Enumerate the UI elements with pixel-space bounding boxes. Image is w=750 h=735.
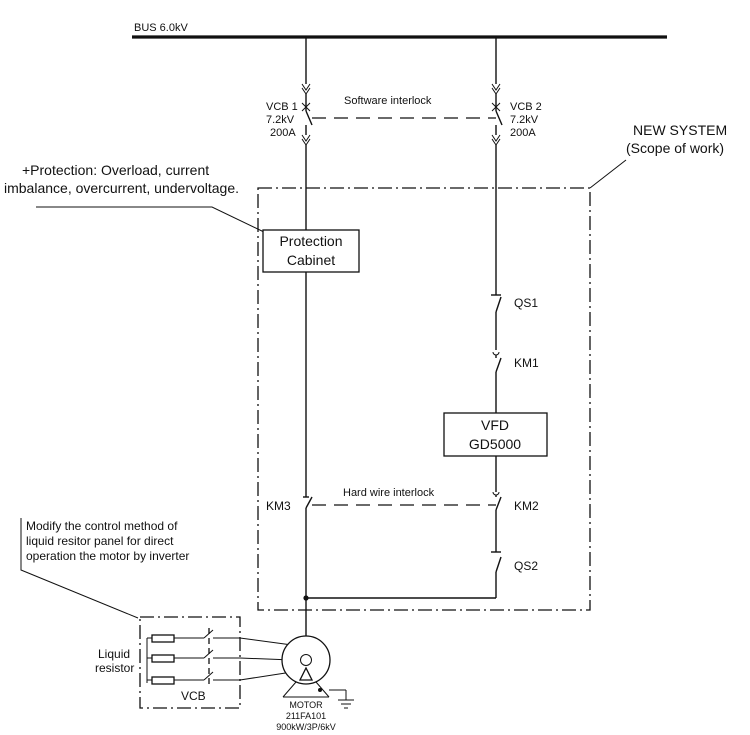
protection-cabinet-line1: Protection <box>279 233 342 249</box>
ground-icon <box>338 690 354 709</box>
vcb2-current: 200A <box>510 127 536 139</box>
bus-label: BUS 6.0kV <box>134 22 188 34</box>
qs2-label: QS2 <box>514 559 538 573</box>
protection-note-line2: imbalance, overcurrent, undervoltage. <box>4 180 239 196</box>
software-interlock-label: Software interlock <box>344 95 432 107</box>
vcb2-name: VCB 2 <box>510 101 542 113</box>
motor-rating: 900kW/3P/6kV <box>276 722 336 732</box>
qs1-switch-icon <box>491 294 502 350</box>
motor-tag: 211FA101 <box>286 711 326 721</box>
new-system-subtitle: (Scope of work) <box>626 140 724 156</box>
km2-label: KM2 <box>514 499 539 513</box>
km1-label: KM1 <box>514 356 539 370</box>
vcb1-voltage: 7.2kV <box>266 114 295 126</box>
vcb2-breaker-icon <box>491 37 503 295</box>
modify-note-line3: operation the motor by inverter <box>26 549 189 563</box>
resistor-icon <box>146 634 204 685</box>
new-system-title: NEW SYSTEM <box>633 122 727 138</box>
new-system-leader <box>589 159 627 189</box>
vcb2-voltage: 7.2kV <box>510 114 539 126</box>
liquid-resistor-line2: resistor <box>95 661 134 675</box>
km1-switch-icon <box>492 351 502 413</box>
motor-name: MOTOR <box>289 700 323 710</box>
hard-wire-interlock-label: Hard wire interlock <box>343 487 435 499</box>
vcb1-name: VCB 1 <box>266 101 298 113</box>
vfd-line2: GD5000 <box>469 436 521 452</box>
km3-switch-icon <box>303 490 313 640</box>
junction-dot <box>303 595 309 601</box>
new-system-boundary <box>257 187 591 611</box>
vcb1-breaker-icon <box>301 37 313 230</box>
motor-icon <box>281 635 346 698</box>
liquid-resistor-line1: Liquid <box>98 647 130 661</box>
modify-note-line1: Modify the control method of <box>26 519 178 533</box>
qs1-label: QS1 <box>514 296 538 310</box>
protection-cabinet-line2: Cabinet <box>287 252 335 268</box>
protection-note-line1: +Protection: Overload, current <box>22 162 209 178</box>
liquid-resistor-panel <box>139 616 241 709</box>
km2-switch-icon <box>492 456 502 552</box>
protection-cabinet <box>262 229 360 273</box>
protection-note-leader <box>36 206 265 233</box>
vfd-box <box>443 412 548 457</box>
vcb-contact-switch-icon <box>203 628 240 688</box>
vcb-label: VCB <box>181 689 206 703</box>
vcb1-current: 200A <box>270 127 296 139</box>
qs2-switch-icon <box>306 551 502 599</box>
modify-note-leader <box>20 518 139 619</box>
vfd-line1: VFD <box>481 417 509 433</box>
km3-label: KM3 <box>266 499 291 513</box>
modify-note-line2: liquid resitor panel for direct <box>26 534 174 548</box>
